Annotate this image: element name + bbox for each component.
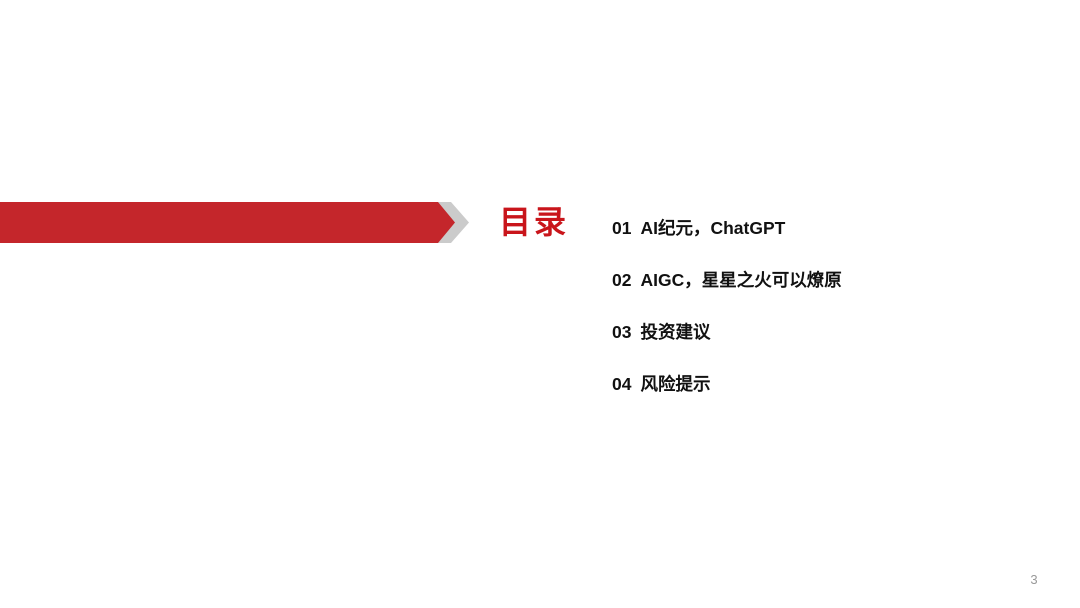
toc-item-title: AIGC，星星之火可以燎原	[640, 270, 842, 290]
toc-item-03: 03 投资建议	[612, 319, 842, 342]
toc-item-04: 04 风险提示	[612, 371, 842, 394]
toc-item-number: 03	[612, 322, 632, 342]
page-number: 3	[1030, 572, 1038, 587]
page-title: 目录	[499, 204, 570, 240]
toc-item-number: 02	[612, 270, 632, 290]
toc-item-number: 01	[612, 218, 632, 238]
red-arrow-banner	[0, 202, 455, 243]
toc-item-01: 01 AI纪元，ChatGPT	[612, 215, 842, 238]
toc-item-02: 02 AIGC，星星之火可以燎原	[612, 267, 842, 290]
toc-item-title: 投资建议	[640, 322, 711, 342]
toc-item-number: 04	[612, 374, 632, 394]
toc-item-title: AI纪元，ChatGPT	[640, 218, 786, 238]
toc-list: 01 AI纪元，ChatGPT 02 AIGC，星星之火可以燎原 03 投资建议…	[612, 215, 842, 423]
toc-item-title: 风险提示	[640, 374, 711, 394]
